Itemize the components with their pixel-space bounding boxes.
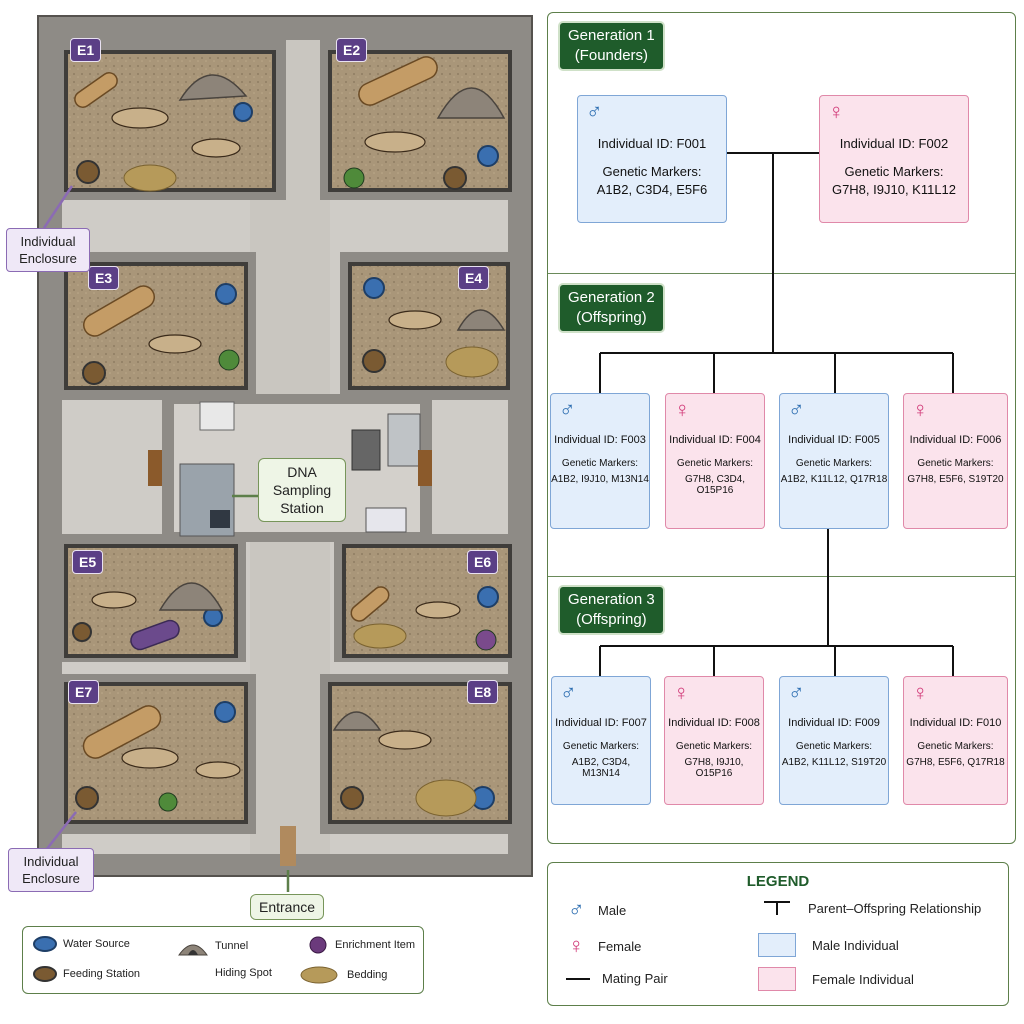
legend-bedding: Bedding [299, 965, 387, 985]
legend-title: LEGEND [746, 873, 810, 890]
legend-parent-offspring: Parent–Offspring Relationship [760, 899, 981, 917]
pedigree-connectors [599, 152, 954, 676]
enrichment-items [158, 167, 497, 812]
door [280, 826, 296, 866]
tunnels [74, 56, 438, 759]
individual-enclosure-callout-bottom: Individual Enclosure [8, 848, 94, 892]
legend-female: ♀ Female [568, 933, 642, 958]
male-symbol-icon: ♂ [788, 397, 805, 422]
female-individual-swatch [758, 967, 796, 991]
enclosure-label-e8: E8 [467, 680, 499, 704]
callout-arrow [45, 811, 77, 851]
hiding-spots [158, 74, 506, 731]
male-symbol-icon: ♂ [568, 897, 585, 922]
legend-hiding-spot: Hiding Spot [215, 967, 272, 979]
female-symbol-icon: ♀ [674, 397, 691, 422]
female-symbol-icon: ♀ [828, 99, 845, 124]
female-symbol-icon: ♀ [568, 933, 585, 958]
legend-male-individual: Male Individual [758, 933, 899, 957]
individual-card-f001[interactable]: ♂ Individual ID: F001 Genetic Markers: A… [577, 95, 727, 223]
mating-pair-line-icon [566, 977, 590, 980]
pedigree-chart: Generation 1 (Founders) Generation 2 (Of… [547, 12, 1016, 844]
generation-separator [548, 273, 1015, 274]
female-symbol-icon: ♀ [673, 680, 690, 705]
enclosure-label-e6: E6 [467, 550, 499, 574]
male-symbol-icon: ♂ [586, 99, 603, 124]
legend-feeding-station: Feeding Station [33, 965, 140, 983]
legend-mating-pair: Mating Pair [566, 971, 668, 986]
legend-tunnel: Tunnel [177, 935, 248, 957]
bedding [123, 164, 499, 817]
legend-water-source: Water Source [33, 935, 130, 953]
generation-3-label: Generation 3 (Offspring) [558, 585, 665, 635]
parent-offspring-line-icon [764, 901, 790, 915]
individual-enclosure-callout-top: Individual Enclosure [6, 228, 90, 272]
individual-card-f003[interactable]: ♂ Individual ID: F003 Genetic Markers: A… [550, 393, 650, 529]
water-bowls [203, 102, 499, 810]
facility-floor-plan [37, 15, 533, 892]
pedigree-legend: LEGEND ♂ Male ♀ Female Mating Pair Paren… [547, 862, 1009, 1006]
enclosure-label-e5: E5 [72, 550, 104, 574]
individual-card-f007[interactable]: ♂ Individual ID: F007 Genetic Markers: A… [551, 676, 651, 805]
door [148, 450, 162, 486]
male-individual-swatch [758, 933, 796, 957]
enrichment-item-icon [309, 936, 327, 954]
enclosure-label-e3: E3 [88, 266, 120, 290]
water-source-icon [33, 936, 57, 952]
individual-card-f006[interactable]: ♀ Individual ID: F006 Genetic Markers: G… [903, 393, 1008, 529]
individual-card-f004[interactable]: ♀ Individual ID: F004 Genetic Markers: G… [665, 393, 765, 529]
legend-male: ♂ Male [568, 897, 627, 922]
generation-separator [548, 576, 1015, 577]
dna-sampling-station-label: DNA Sampling Station [258, 458, 346, 522]
individual-card-f005[interactable]: ♂ Individual ID: F005 Genetic Markers: A… [779, 393, 889, 529]
entrance-label: Entrance [250, 894, 325, 920]
individual-card-f009[interactable]: ♂ Individual ID: F009 Genetic Markers: A… [779, 676, 889, 805]
individual-card-f002[interactable]: ♀ Individual ID: F002 Genetic Markers: G… [819, 95, 969, 223]
male-symbol-icon: ♂ [559, 397, 576, 422]
map-legend: Water Source Feeding Station Tunnel Hidi… [22, 926, 424, 994]
enclosure-label-e4: E4 [458, 266, 490, 290]
callout-arrow [42, 185, 74, 229]
enclosure-label-e7: E7 [68, 680, 100, 704]
female-symbol-icon: ♀ [912, 680, 929, 705]
legend-enrichment-item: Enrichment Item [307, 935, 415, 955]
ferrets [91, 107, 461, 779]
female-symbol-icon: ♀ [912, 397, 929, 422]
feeding-station-icon [33, 966, 57, 982]
enclosure-label-e2: E2 [336, 38, 368, 62]
enclosure-label-e1: E1 [70, 38, 102, 62]
door [418, 450, 432, 486]
individual-card-f008[interactable]: ♀ Individual ID: F008 Genetic Markers: G… [664, 676, 764, 805]
male-symbol-icon: ♂ [788, 680, 805, 705]
legend-female-individual: Female Individual [758, 967, 914, 991]
bedding-icon [300, 966, 338, 984]
generation-2-label: Generation 2 (Offspring) [558, 283, 665, 333]
feeding-stations [72, 160, 467, 810]
male-symbol-icon: ♂ [560, 680, 577, 705]
tunnel-icon [178, 944, 208, 956]
individual-card-f010[interactable]: ♀ Individual ID: F010 Genetic Markers: G… [903, 676, 1008, 805]
generation-1-label: Generation 1 (Founders) [558, 21, 665, 71]
